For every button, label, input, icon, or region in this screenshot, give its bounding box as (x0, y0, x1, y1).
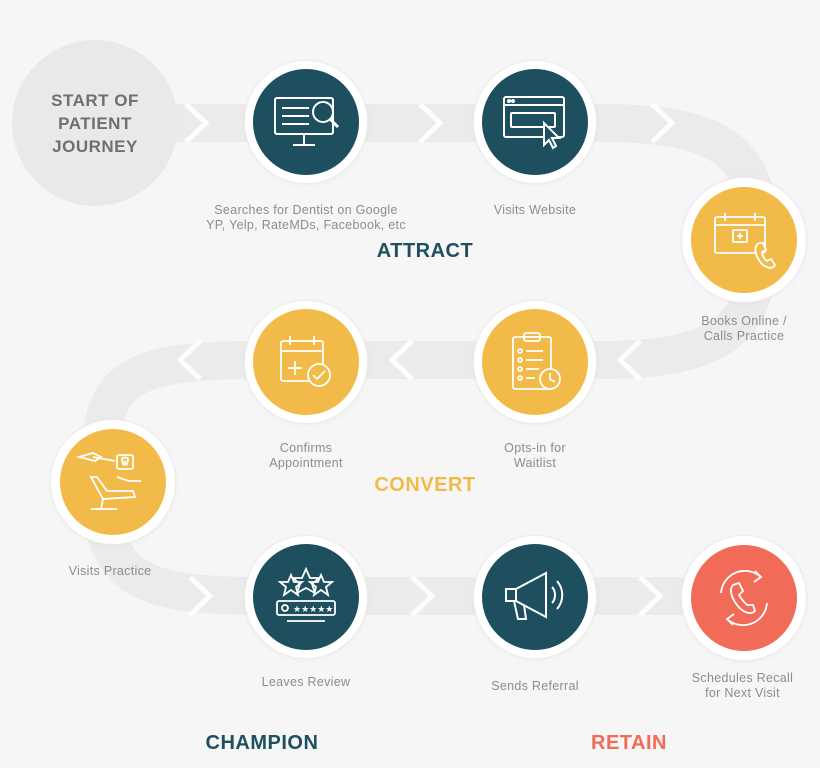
stage-champion: CHAMPION (205, 732, 319, 754)
megaphone-icon (505, 571, 564, 620)
calendar-check-icon (280, 336, 331, 387)
stars-review-icon: ★★★★★ (276, 567, 336, 622)
step-books-online (682, 178, 806, 302)
step-opts-in-waitlist (474, 301, 596, 423)
start-line-2: PATIENT (58, 113, 132, 133)
stage-attract: ATTRACT (376, 240, 474, 262)
caption-leaves-review: Leaves Review (261, 675, 351, 689)
caption-visit-website: Visits Website (493, 203, 577, 217)
stage-retain: RETAIN (591, 732, 667, 754)
start-line-3: JOURNEY (52, 136, 138, 156)
dental-chair-icon (75, 452, 141, 510)
caption-books-online: Books Online / Calls Practice (701, 314, 787, 343)
step-search-dentist (245, 61, 367, 183)
stage-convert: CONVERT (374, 474, 476, 496)
step-leaves-review: ★★★★★ (245, 536, 367, 658)
caption-opts-in-waitlist: Opts-in for Waitlist (504, 441, 566, 470)
calendar-phone-icon (714, 213, 777, 269)
browser-click-icon (503, 96, 565, 150)
step-schedules-recall (682, 536, 806, 660)
step-sends-referral (474, 536, 596, 658)
clipboard-clock-icon (512, 332, 561, 390)
start-line-1: START OF (51, 90, 139, 110)
caption-sends-referral: Sends Referral (491, 679, 579, 693)
step-visit-website (474, 61, 596, 183)
step-confirms-appointment (245, 301, 367, 423)
caption-schedules-recall: Schedules Recall for Next Visit (691, 671, 794, 700)
monitor-search-icon (274, 97, 340, 146)
step-visits-practice (51, 420, 175, 544)
start-of-journey-circle: START OF PATIENT JOURNEY (12, 40, 178, 206)
caption-confirms-appointment: Confirms Appointment (269, 441, 343, 470)
caption-search-dentist: Searches for Dentist on Google YP, Yelp,… (206, 203, 406, 232)
svg-text:★★★★★: ★★★★★ (293, 605, 333, 615)
phone-recall-icon (720, 569, 768, 627)
caption-visits-practice: Visits Practice (68, 564, 152, 578)
